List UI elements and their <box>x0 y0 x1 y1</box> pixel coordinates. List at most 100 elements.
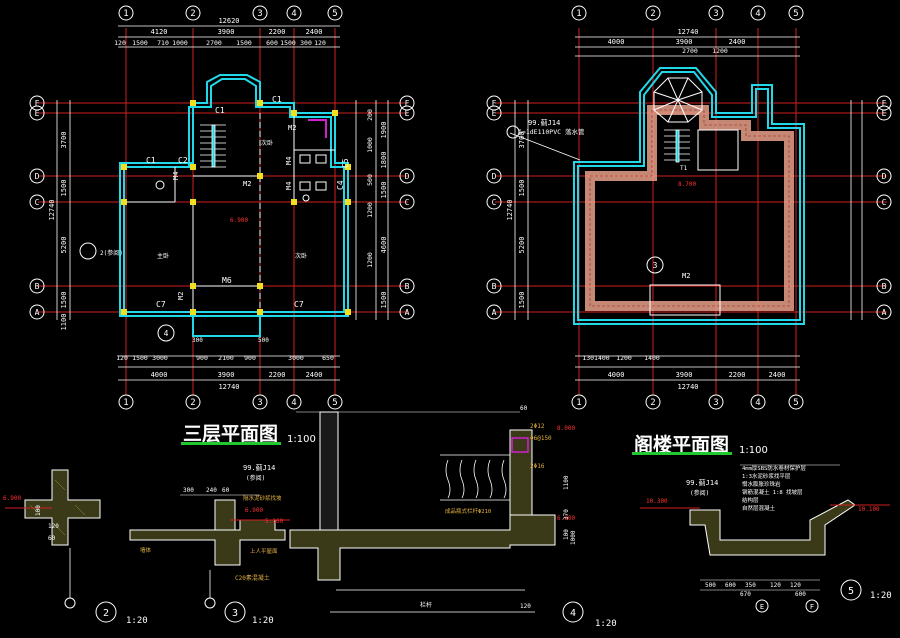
dimension-text: 1500 <box>518 180 526 197</box>
axis-label: D <box>405 172 410 181</box>
dimension-text: 2400 <box>729 38 746 46</box>
dimension-text: 4000 <box>151 371 168 379</box>
dimension-text: C7 <box>156 300 166 309</box>
dimension-text: 600 <box>725 582 736 589</box>
dimension-text: 6.900 <box>557 515 575 522</box>
dimension-text: 6.900 <box>3 495 21 502</box>
dimension-text: 300 <box>183 487 194 494</box>
dimension-text: 4000 <box>608 38 625 46</box>
dimension-text: 120 <box>790 582 801 589</box>
dimension-text: 900 <box>244 354 256 362</box>
dimension-text: 5.160 <box>265 518 283 525</box>
dimension-text: (参阅) <box>690 489 709 497</box>
axis-label: 4 <box>755 9 760 19</box>
dimension-text: 上人平屋面 <box>250 547 278 555</box>
dimension-text: 10.300 <box>646 498 668 505</box>
axis-label: A <box>492 308 497 317</box>
dimension-text: 4000 <box>608 371 625 379</box>
axis-label: 1 <box>123 9 128 19</box>
axis-label: 4 <box>291 398 296 408</box>
dimension-text: 3700 <box>60 132 68 149</box>
axis-label: C <box>405 198 410 207</box>
dimension-text: 120 <box>520 603 531 610</box>
dimension-text: 120 <box>114 39 126 47</box>
axis-label: D <box>882 172 887 181</box>
axis-label: 1 <box>576 398 581 408</box>
dimension-text: 12740 <box>506 199 514 220</box>
axis-label: B <box>492 282 497 291</box>
dimension-text: 60 <box>48 535 56 542</box>
dimension-text: M4 <box>172 172 180 180</box>
dimension-text: 120 <box>770 582 781 589</box>
dimension-text: 1500 <box>518 292 526 309</box>
axis-label: E <box>35 109 40 118</box>
dimension-text: M2 <box>288 124 296 132</box>
axis-label: D <box>492 172 497 181</box>
axis-label: F <box>492 99 497 108</box>
dimension-text: 3900 <box>676 38 693 46</box>
axis-label: 3 <box>257 398 262 408</box>
dimension-text: 1500 <box>60 292 68 309</box>
dimension-text: 350 <box>745 582 756 589</box>
axis-label: C <box>882 198 887 207</box>
dimension-text: C1 <box>272 95 282 104</box>
dimension-text: 次卧 <box>295 252 307 260</box>
dimension-text: 墙体 <box>140 546 152 554</box>
dimension-text: 2700 <box>682 47 698 55</box>
dimension-text: 100 <box>35 505 42 516</box>
dimension-text: M2 <box>177 292 185 300</box>
axis-label: 5 <box>793 9 798 19</box>
dimension-text: 2700 <box>206 39 222 47</box>
dimension-text: 500 <box>258 337 269 344</box>
detail-scale: 1:20 <box>252 616 274 626</box>
axis-label: 1 <box>576 9 581 19</box>
dimension-text: 次卧 <box>261 139 273 147</box>
dimension-text: 3900 <box>218 371 235 379</box>
dimension-text: 6.900 <box>230 217 248 224</box>
detail-2 <box>5 469 117 623</box>
dimension-text: 12740 <box>218 383 239 391</box>
dimension-text: 500 <box>366 174 374 186</box>
axis-label: 2 <box>650 9 655 19</box>
dimension-text: 2200 <box>269 371 286 379</box>
dimension-text: 1200 <box>366 252 374 268</box>
dimension-text: F <box>810 603 814 611</box>
dimension-text: 1400 <box>644 354 660 362</box>
dimension-text: 10.100 <box>858 506 880 513</box>
dimension-text: 4 <box>164 329 169 338</box>
layer-note: 自然层混凝土 <box>742 504 776 512</box>
dimension-text: 2(参阅) <box>100 249 123 257</box>
dimension-text: M2 <box>243 180 251 188</box>
dimension-text: C4 <box>336 180 345 190</box>
dimension-text: 1500 <box>132 354 148 362</box>
third-floor-scale: 1:100 <box>287 434 316 445</box>
axis-label: 4 <box>755 398 760 408</box>
dimension-text: 60 <box>222 487 230 494</box>
dimension-text: 6.900 <box>245 507 263 514</box>
axis-label: A <box>405 308 410 317</box>
axis-label: A <box>35 308 40 317</box>
dimension-text: 1301400 <box>582 354 609 362</box>
dimension-text: 3000 <box>152 354 168 362</box>
dimension-text: E <box>760 603 764 611</box>
dimension-text: 5200 <box>518 237 526 254</box>
dimension-text: 2400 <box>769 371 786 379</box>
dimension-text: 8.700 <box>678 181 696 188</box>
attic-plan <box>486 5 892 410</box>
axis-label: B <box>882 282 887 291</box>
dimension-text: C7 <box>294 300 304 309</box>
dimension-text: 100 <box>563 529 570 540</box>
dimension-text: 2200 <box>269 28 286 36</box>
dimension-text: 1200 <box>712 47 728 55</box>
axis-label: 2 <box>190 398 195 408</box>
dimension-text: 650 <box>322 354 334 362</box>
dimension-text: M2 <box>682 272 690 280</box>
axis-label: 4 <box>291 9 296 19</box>
dimension-text: 3700 <box>518 132 526 149</box>
axis-label: 5 <box>793 398 798 408</box>
dimension-text: 200 <box>366 109 374 121</box>
detail-scale: 1:20 <box>126 616 148 626</box>
dimension-text: 2200 <box>729 371 746 379</box>
dimension-text: 120 <box>314 39 326 47</box>
